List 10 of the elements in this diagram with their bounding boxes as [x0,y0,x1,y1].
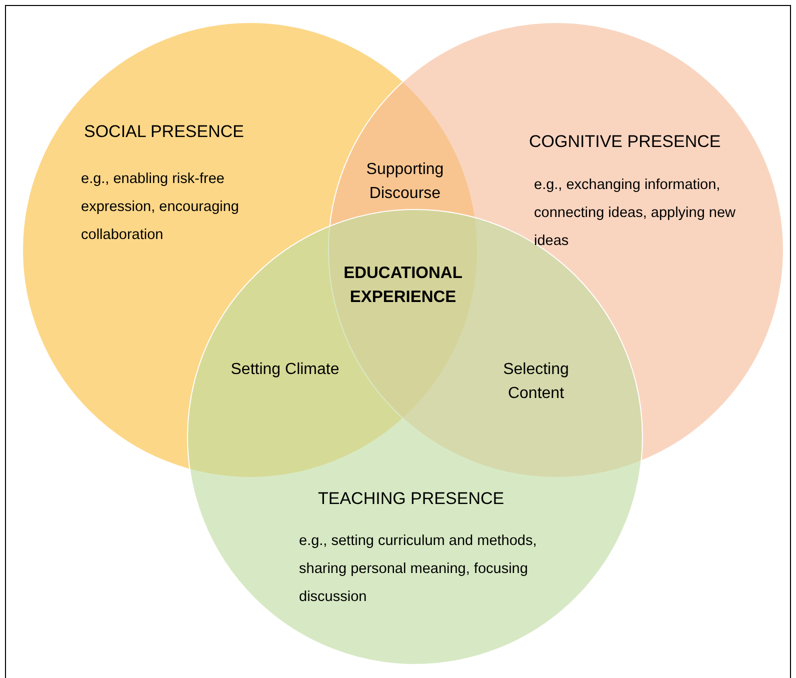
circle-description: e.g., enabling risk-free expression, encouraging collaboration [81,170,240,245]
overlap-label: Supporting Discourse [365,160,445,204]
overlap-label: Setting Climate [230,360,340,380]
center-label: EDUCATIONAL EXPERIENCE [342,263,464,308]
circle-heading: SOCIAL PRESENCE [84,121,244,142]
circle-heading: COGNITIVE PRESENCE [529,131,721,152]
overlap-label: Selecting Content [502,360,570,404]
circle-description: e.g., setting curriculum and methods, sharing personal meaning, focusing discussion [299,532,538,607]
circle-heading: TEACHING PRESENCE [318,488,504,510]
circle-description: e.g., exchanging information, connecting ideas, applying new ideas [534,176,737,251]
